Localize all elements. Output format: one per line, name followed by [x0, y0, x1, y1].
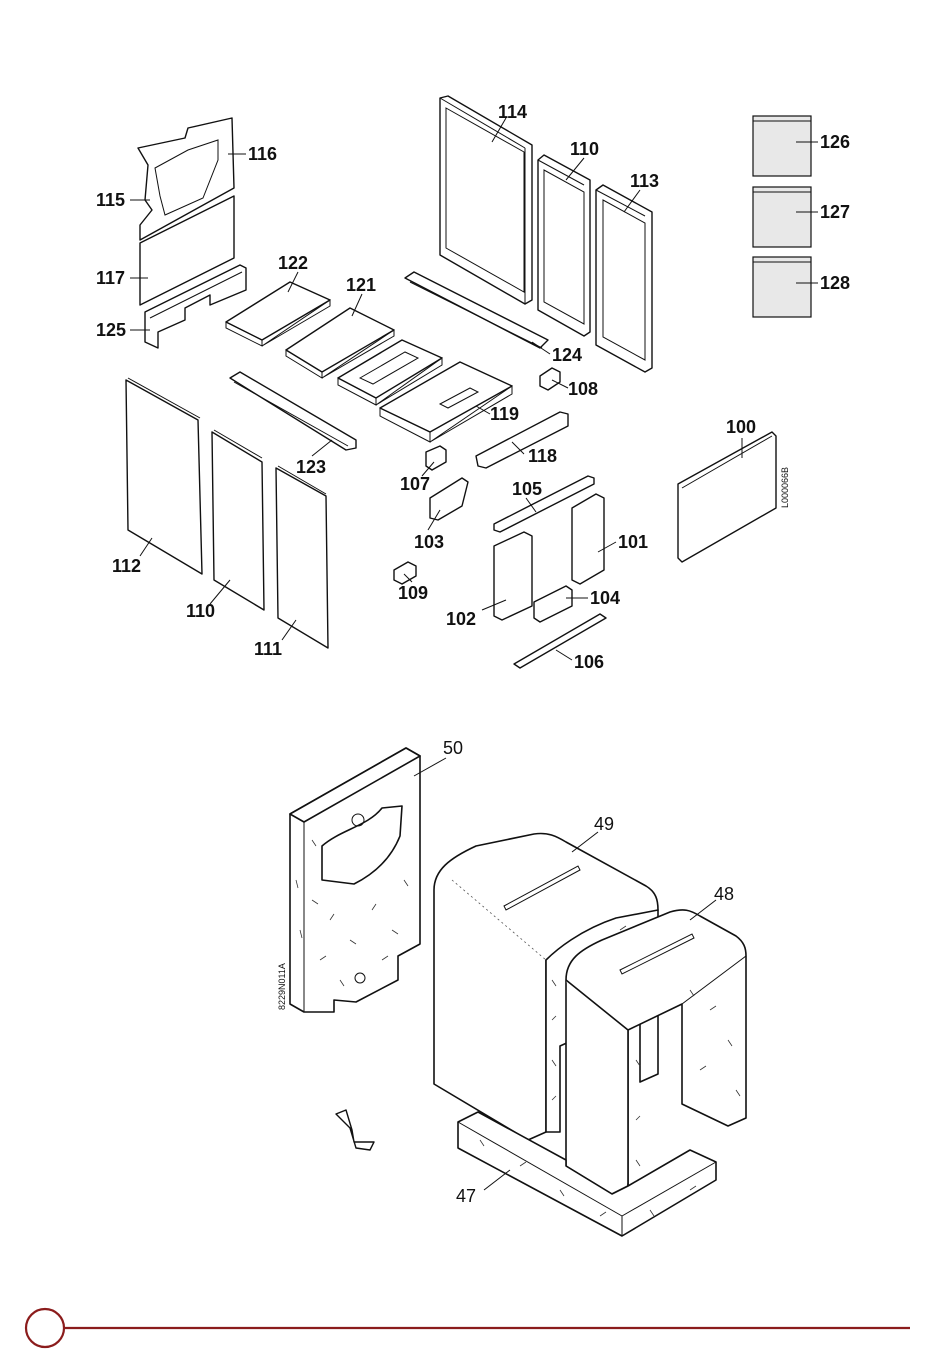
part-112-side-panel — [126, 378, 202, 574]
label-123: 123 — [296, 457, 326, 477]
top-exploded-view: 114 110 113 126 127 128 116 115 117 125 … — [96, 96, 850, 672]
label-109: 109 — [398, 583, 428, 603]
label-126: 126 — [820, 132, 850, 152]
page-footer — [26, 1309, 910, 1347]
label-117: 117 — [96, 268, 125, 288]
label-105: 105 — [512, 479, 542, 499]
part-113-upper-frame — [596, 185, 652, 372]
label-106: 106 — [574, 652, 604, 672]
figure-code-top: L000066B — [780, 467, 790, 508]
part-101-block — [572, 494, 604, 584]
label-110-upper: 110 — [570, 139, 599, 159]
label-125: 125 — [96, 320, 126, 340]
part-110-upper-frame — [538, 155, 590, 336]
part-108-clip — [540, 368, 560, 390]
label-119: 119 — [490, 404, 519, 424]
label-100: 100 — [726, 417, 756, 437]
label-107: 107 — [400, 474, 430, 494]
part-127-panel — [753, 187, 811, 247]
figure-code-bottom: 8229N011A — [277, 963, 287, 1010]
part-104-clip — [534, 586, 572, 622]
label-114: 114 — [498, 102, 527, 122]
part-126-panel — [753, 116, 811, 176]
part-spring-clip — [336, 1110, 374, 1150]
label-101: 101 — [618, 532, 648, 552]
label-49: 49 — [594, 814, 614, 834]
label-127: 127 — [820, 202, 850, 222]
part-50-insulation-board — [290, 748, 420, 1012]
label-118: 118 — [528, 446, 557, 466]
part-123-rail — [230, 372, 356, 450]
label-116: 116 — [248, 144, 277, 164]
label-47: 47 — [456, 1186, 476, 1206]
label-122: 122 — [278, 253, 308, 273]
label-128: 128 — [820, 273, 850, 293]
part-128-panel — [753, 257, 811, 317]
label-110-side: 110 — [186, 601, 215, 621]
bottom-insulation-view: 50 49 48 47 8229N011A — [277, 738, 746, 1236]
label-48: 48 — [714, 884, 734, 904]
part-107-clip — [426, 446, 446, 470]
part-114-frame — [440, 96, 532, 304]
label-112: 112 — [112, 556, 141, 576]
label-121: 121 — [346, 275, 376, 295]
label-104: 104 — [590, 588, 620, 608]
part-103-bracket — [430, 478, 468, 520]
label-103: 103 — [414, 532, 444, 552]
part-109-box — [394, 562, 416, 584]
part-111-side-panel — [276, 466, 328, 648]
part-100-plate — [678, 432, 776, 562]
label-111: 111 — [254, 639, 282, 659]
label-113: 113 — [630, 171, 659, 191]
part-110-side-panel — [212, 430, 264, 610]
label-108: 108 — [568, 379, 598, 399]
label-124: 124 — [552, 345, 582, 365]
label-102: 102 — [446, 609, 476, 629]
page-number-circle — [26, 1309, 64, 1347]
label-50: 50 — [443, 738, 463, 758]
part-102-block — [494, 532, 532, 620]
label-115: 115 — [96, 190, 125, 210]
